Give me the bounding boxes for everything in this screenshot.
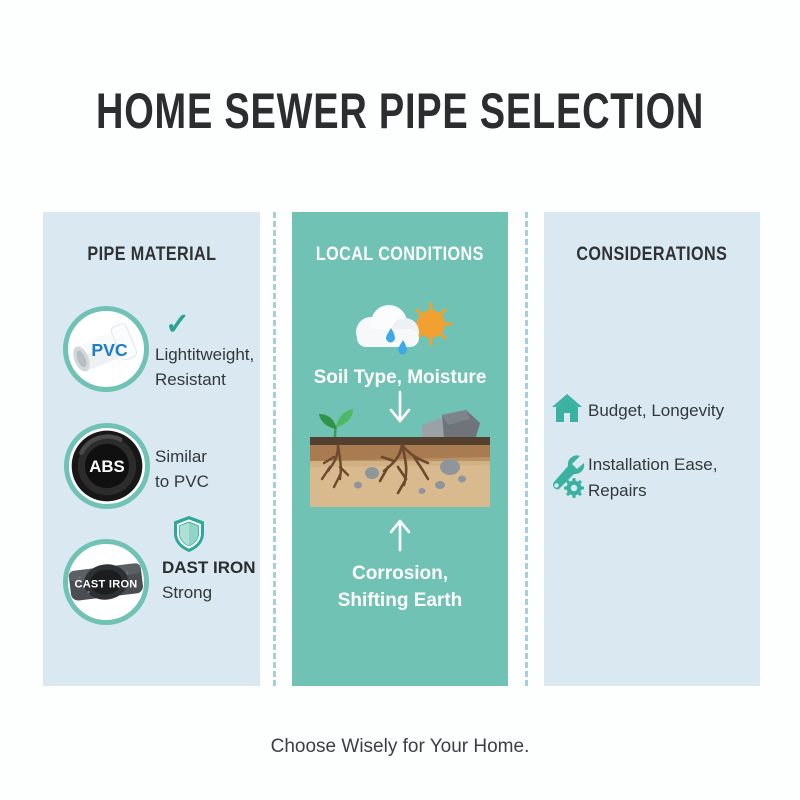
soil-cross-section-illustration	[310, 405, 490, 507]
shield-icon	[172, 515, 206, 553]
page-title-text: HOME SEWER PIPE SELECTION	[96, 83, 705, 139]
footer-tagline: Choose Wisely for Your Home.	[270, 736, 530, 757]
considerations-header: CONSIDERATIONS	[576, 244, 728, 265]
budget-longevity-text: Budget, Longevity	[588, 401, 725, 420]
pipe-material-header: PIPE MATERIAL	[86, 244, 217, 265]
column-divider-right	[525, 212, 528, 686]
pebbles-icon	[354, 459, 466, 494]
pvc-pipe-label: PVC	[91, 340, 128, 360]
sun-icon	[409, 302, 453, 346]
pvc-description: Lightitweight, Resistant	[155, 345, 255, 389]
cast-iron-description: DAST IRON Strong	[162, 558, 256, 602]
arrow-up-icon	[292, 518, 508, 552]
check-icon: ✓	[165, 308, 191, 341]
corrosion-label: Corrosion, Shifting Earth	[337, 563, 463, 611]
local-conditions-header: LOCAL CONDITIONS	[315, 244, 485, 265]
house-icon	[551, 392, 583, 424]
weather-icon	[345, 302, 455, 360]
pipe-material-column: PIPE MATERIAL PVC ✓ Lightitweight, Resis…	[43, 212, 260, 686]
roots-icon	[320, 443, 430, 495]
abs-pipe-label: ABS	[89, 457, 124, 476]
wrench-icon	[553, 455, 585, 490]
local-conditions-column: LOCAL CONDITIONS	[292, 212, 508, 686]
abs-description: Similar to PVC	[155, 447, 209, 491]
abs-pipe-icon: ABS	[64, 423, 150, 509]
cast-iron-pipe-label: CAST IRON	[74, 578, 137, 590]
rocks-icon	[422, 410, 480, 437]
installation-repairs-text: Installation Ease, Repairs	[588, 455, 718, 500]
soil-type-label: Soil Type, Moisture	[313, 367, 487, 388]
cast-iron-pipe-icon: CAST IRON	[63, 539, 149, 625]
tools-icon	[546, 450, 588, 498]
page-title: HOME SEWER PIPE SELECTION	[0, 82, 800, 140]
gear-icon	[564, 478, 584, 498]
pvc-pipe-icon: PVC	[63, 306, 149, 392]
considerations-column: CONSIDERATIONS Budget, Longevity	[544, 212, 760, 686]
arrow-down-icon	[292, 390, 508, 424]
sprout-icon	[319, 409, 353, 442]
column-divider-left	[273, 212, 276, 686]
